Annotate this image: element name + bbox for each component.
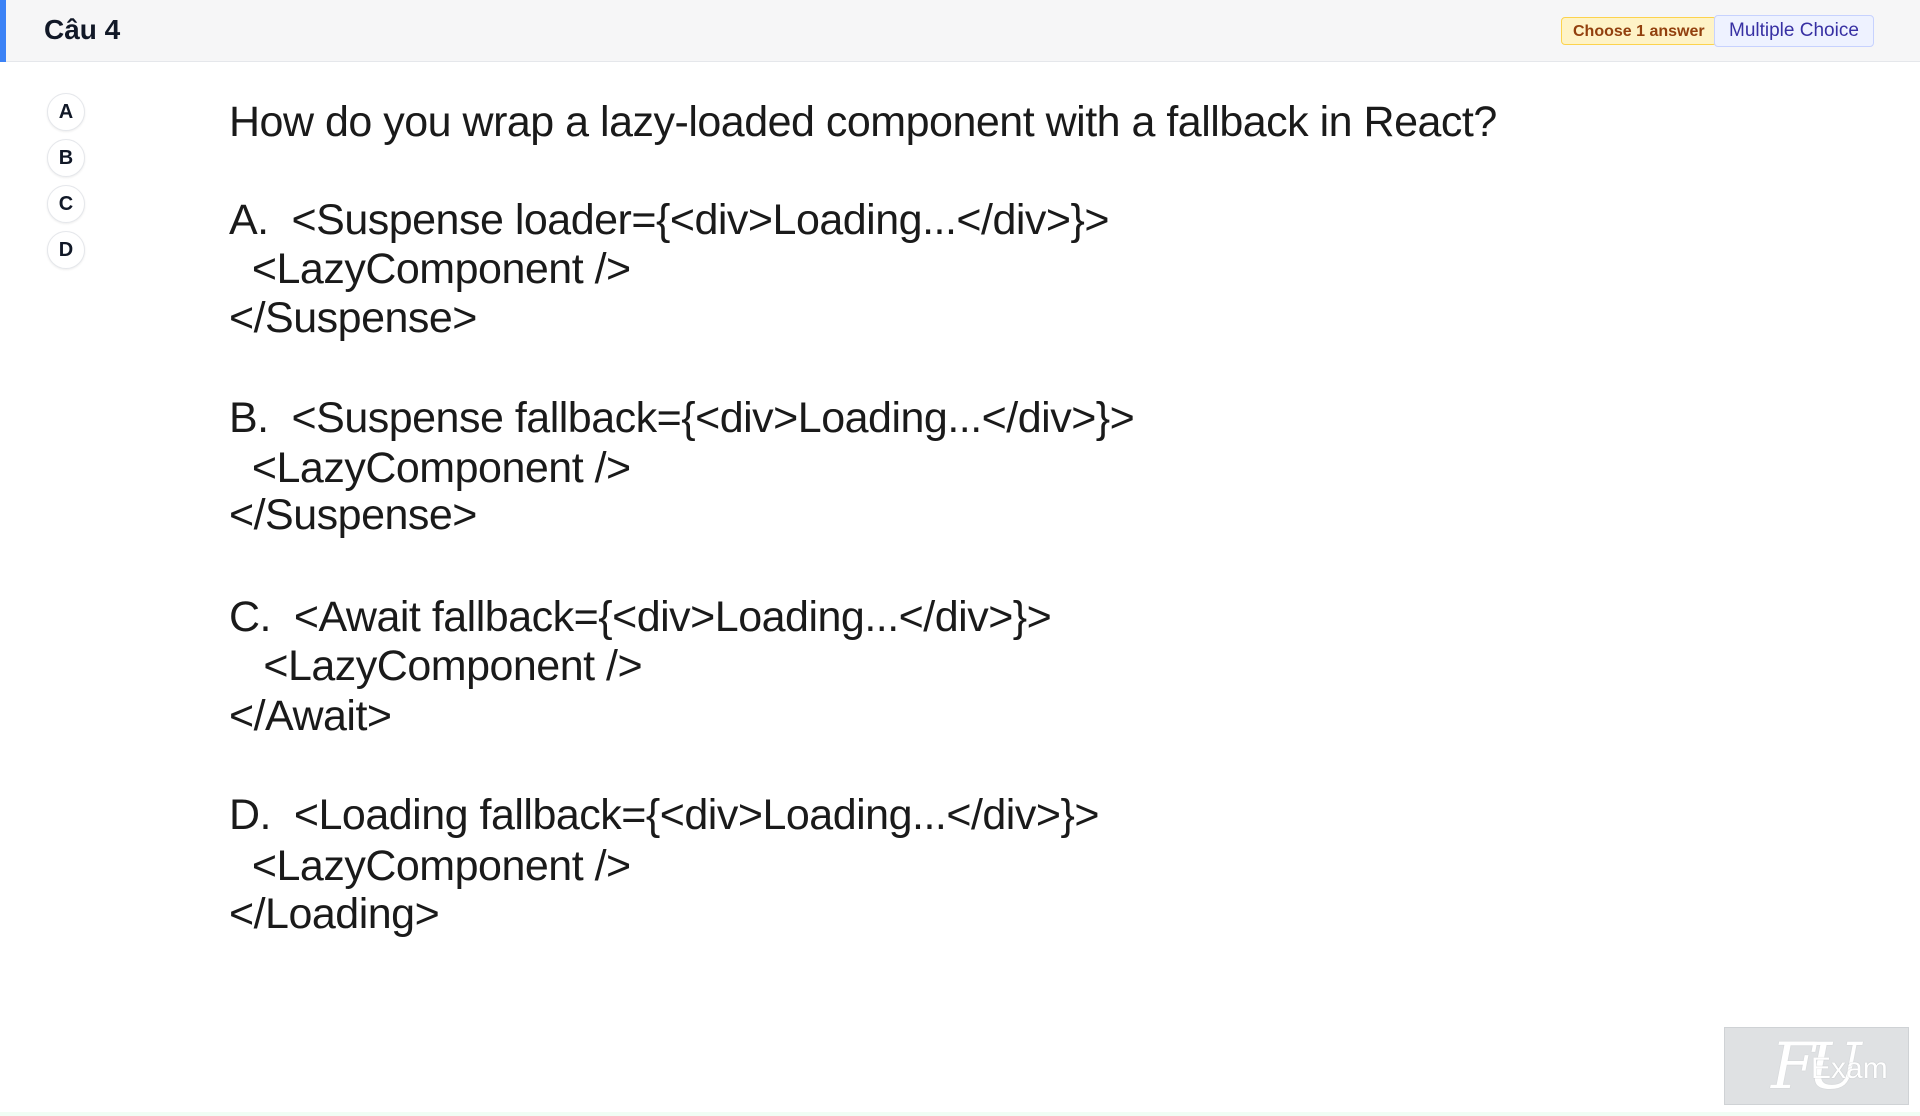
option-a-button[interactable]: A bbox=[47, 93, 85, 131]
choice-a-line-2: <LazyComponent /> bbox=[229, 245, 631, 293]
header-accent-bar bbox=[0, 0, 6, 62]
choice-b-line-3: </Suspense> bbox=[229, 491, 477, 539]
question-stem: How do you wrap a lazy-loaded component … bbox=[229, 98, 1497, 146]
choice-d-line-2: <LazyComponent /> bbox=[229, 842, 631, 890]
choice-d-line-1: D. <Loading fallback={<div>Loading...</d… bbox=[229, 791, 1099, 839]
option-c-button[interactable]: C bbox=[47, 185, 85, 223]
choice-c-line-1: C. <Await fallback={<div>Loading...</div… bbox=[229, 593, 1052, 641]
option-b-button[interactable]: B bbox=[47, 139, 85, 177]
question-number-title: Câu 4 bbox=[44, 14, 121, 45]
watermark-exam-text: Exam bbox=[1811, 1052, 1888, 1085]
choice-a-line-1: A. <Suspense loader={<div>Loading...</di… bbox=[229, 196, 1110, 244]
fu-exam-logo-icon: FU Exam bbox=[1724, 1027, 1909, 1105]
choice-d-line-3: </Loading> bbox=[229, 890, 440, 938]
choice-b-line-2: <LazyComponent /> bbox=[229, 444, 631, 492]
question-type-badge: Multiple Choice bbox=[1714, 15, 1874, 47]
question-image: How do you wrap a lazy-loaded component … bbox=[229, 90, 1629, 970]
choose-answer-badge: Choose 1 answer bbox=[1561, 17, 1717, 45]
watermark-fu-text: FU bbox=[1771, 1030, 1861, 1104]
option-d-button[interactable]: D bbox=[47, 231, 85, 269]
choice-a-line-3: </Suspense> bbox=[229, 294, 477, 342]
choice-b-line-1: B. <Suspense fallback={<div>Loading...</… bbox=[229, 394, 1135, 442]
answer-options: A B C D bbox=[47, 93, 85, 277]
bottom-divider bbox=[0, 1112, 1920, 1116]
choice-c-line-3: </Await> bbox=[229, 692, 392, 740]
question-header: Câu 4 Choose 1 answer Multiple Choice bbox=[0, 0, 1920, 62]
choice-c-line-2: <LazyComponent /> bbox=[229, 642, 643, 690]
